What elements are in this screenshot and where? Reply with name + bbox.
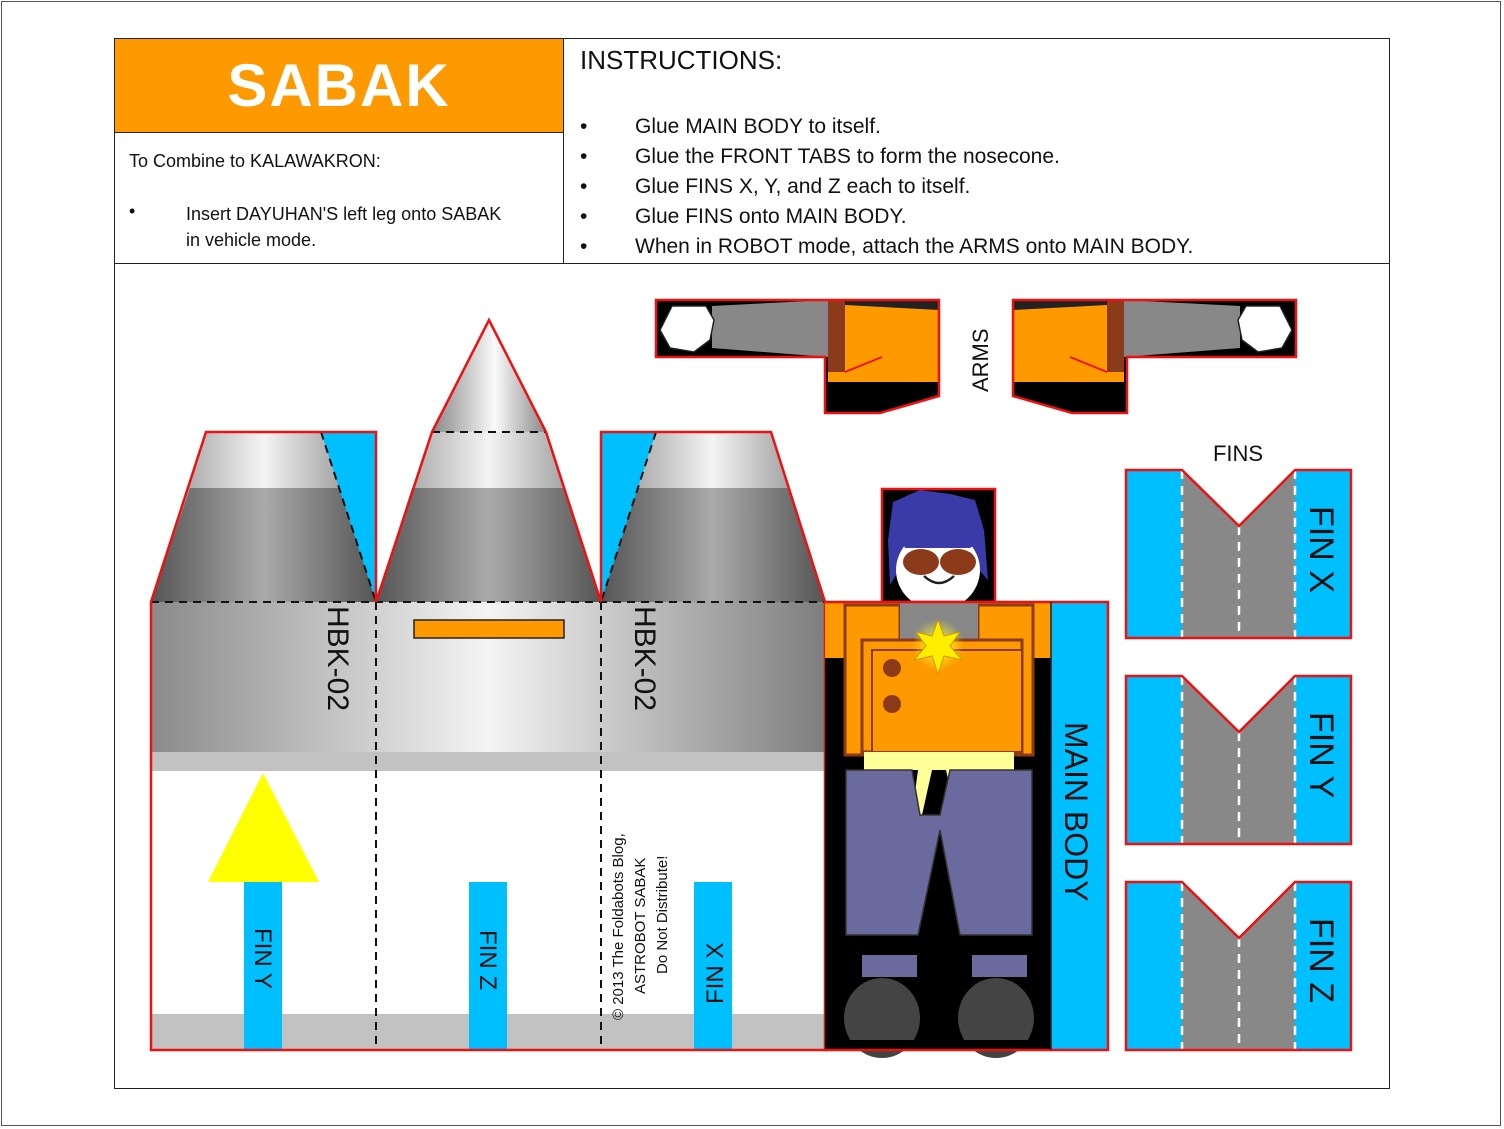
- fin-slot-y: [244, 882, 282, 1050]
- fin-y-label: FIN Y: [1302, 712, 1340, 798]
- rocket-body-piece: HBK-02 HBK-02 FIN Y FIN Z FIN X © 2013 T…: [149, 317, 827, 1052]
- instruction-text: Glue FINS onto MAIN BODY.: [635, 205, 907, 228]
- fin-x-piece: FIN X: [1124, 468, 1353, 640]
- copyright-line-3: Do Not Distribute!: [654, 856, 671, 974]
- star-burst-icon: [912, 618, 964, 676]
- robot-eye-left: [903, 549, 939, 575]
- robot-main-body-piece: MAIN BODY: [825, 487, 1110, 1058]
- fin-z-slot-label: FIN Z: [474, 930, 501, 990]
- robot-eye-right: [940, 549, 976, 575]
- fin-y-slot-label: FIN Y: [249, 928, 276, 989]
- copyright-line-1: © 2013 The Foldabots Blog,: [610, 833, 627, 1020]
- instruction-text: Glue FINS X, Y, and Z each to itself.: [635, 175, 971, 198]
- fin-z-piece: FIN Z: [1124, 880, 1353, 1052]
- instruction-item: • Glue MAIN BODY to itself.: [564, 115, 1389, 145]
- instructions-panel: INSTRUCTIONS: • Glue MAIN BODY to itself.…: [563, 38, 1390, 264]
- fin-z-label: FIN Z: [1302, 918, 1340, 1003]
- instruction-text: When in ROBOT mode, attach the ARMS onto…: [635, 235, 1194, 258]
- nose-tip: [432, 320, 546, 432]
- fin-x-slot-label: FIN X: [702, 943, 729, 1004]
- body-grey-stripe: [151, 752, 825, 771]
- instructions-heading: INSTRUCTIONS:: [580, 45, 783, 75]
- robot-foot-left: [844, 978, 920, 1058]
- hbk-label-left: HBK-02: [321, 606, 354, 711]
- arm-piece-right: [1011, 298, 1298, 415]
- fin-x-label: FIN X: [1302, 506, 1340, 593]
- fin-slot-z: [469, 882, 507, 1050]
- instruction-text: Glue the FRONT TABS to form the nosecone…: [635, 145, 1060, 168]
- bullet: •: [580, 175, 588, 198]
- fin-slot-x: [694, 882, 732, 1050]
- robot-belt: [864, 752, 1014, 770]
- arm-piece-left: [654, 298, 941, 415]
- bullet: •: [580, 145, 588, 168]
- fin-y-piece: FIN Y: [1124, 674, 1353, 846]
- instruction-item: • Glue FINS X, Y, and Z each to itself.: [564, 175, 1389, 205]
- model-title: SABAK: [227, 52, 451, 119]
- chest-button-1: [883, 659, 901, 677]
- title-banner: SABAK: [114, 38, 564, 133]
- arm-hand-right: [1237, 305, 1293, 353]
- combine-instructions-panel: To Combine to KALAWAKRON: • Insert DAYUH…: [114, 132, 564, 264]
- instruction-text: Glue MAIN BODY to itself.: [635, 115, 881, 138]
- cut-line-body: [149, 317, 827, 1052]
- copyright-line-2: ASTROBOT SABAK: [632, 858, 649, 994]
- robot-smile: [923, 575, 955, 585]
- fold-lines: [151, 431, 825, 1050]
- chest-button-2: [883, 695, 901, 713]
- bullet: •: [580, 115, 588, 138]
- combine-heading: To Combine to KALAWAKRON:: [129, 151, 381, 171]
- instruction-item: • Glue FINS onto MAIN BODY.: [564, 205, 1389, 235]
- instruction-item: • When in ROBOT mode, attach the ARMS ont…: [564, 235, 1389, 265]
- instructions-list: • Glue MAIN BODY to itself. • Glue the FRO…: [564, 115, 1389, 265]
- triangle-arrow-icon: [208, 773, 319, 882]
- fins-label: FINS: [1213, 441, 1263, 466]
- tab-slot: [413, 619, 565, 639]
- combine-bullet: •: [129, 201, 136, 221]
- main-body-strip: [1051, 602, 1108, 1050]
- main-body-label: MAIN BODY: [1058, 722, 1094, 902]
- instruction-item: • Glue the FRONT TABS to form the nosecon…: [564, 145, 1389, 175]
- combine-step: Insert DAYUHAN'S left leg onto SABAK in …: [186, 204, 502, 250]
- robot-foot-right: [958, 978, 1034, 1058]
- robot-legs: [845, 769, 1033, 936]
- bullet: •: [580, 235, 588, 258]
- hbk-label-right: HBK-02: [628, 606, 661, 711]
- arm-hand-left: [659, 305, 715, 353]
- bullet: •: [580, 205, 588, 228]
- arms-label: ARMS: [968, 328, 993, 392]
